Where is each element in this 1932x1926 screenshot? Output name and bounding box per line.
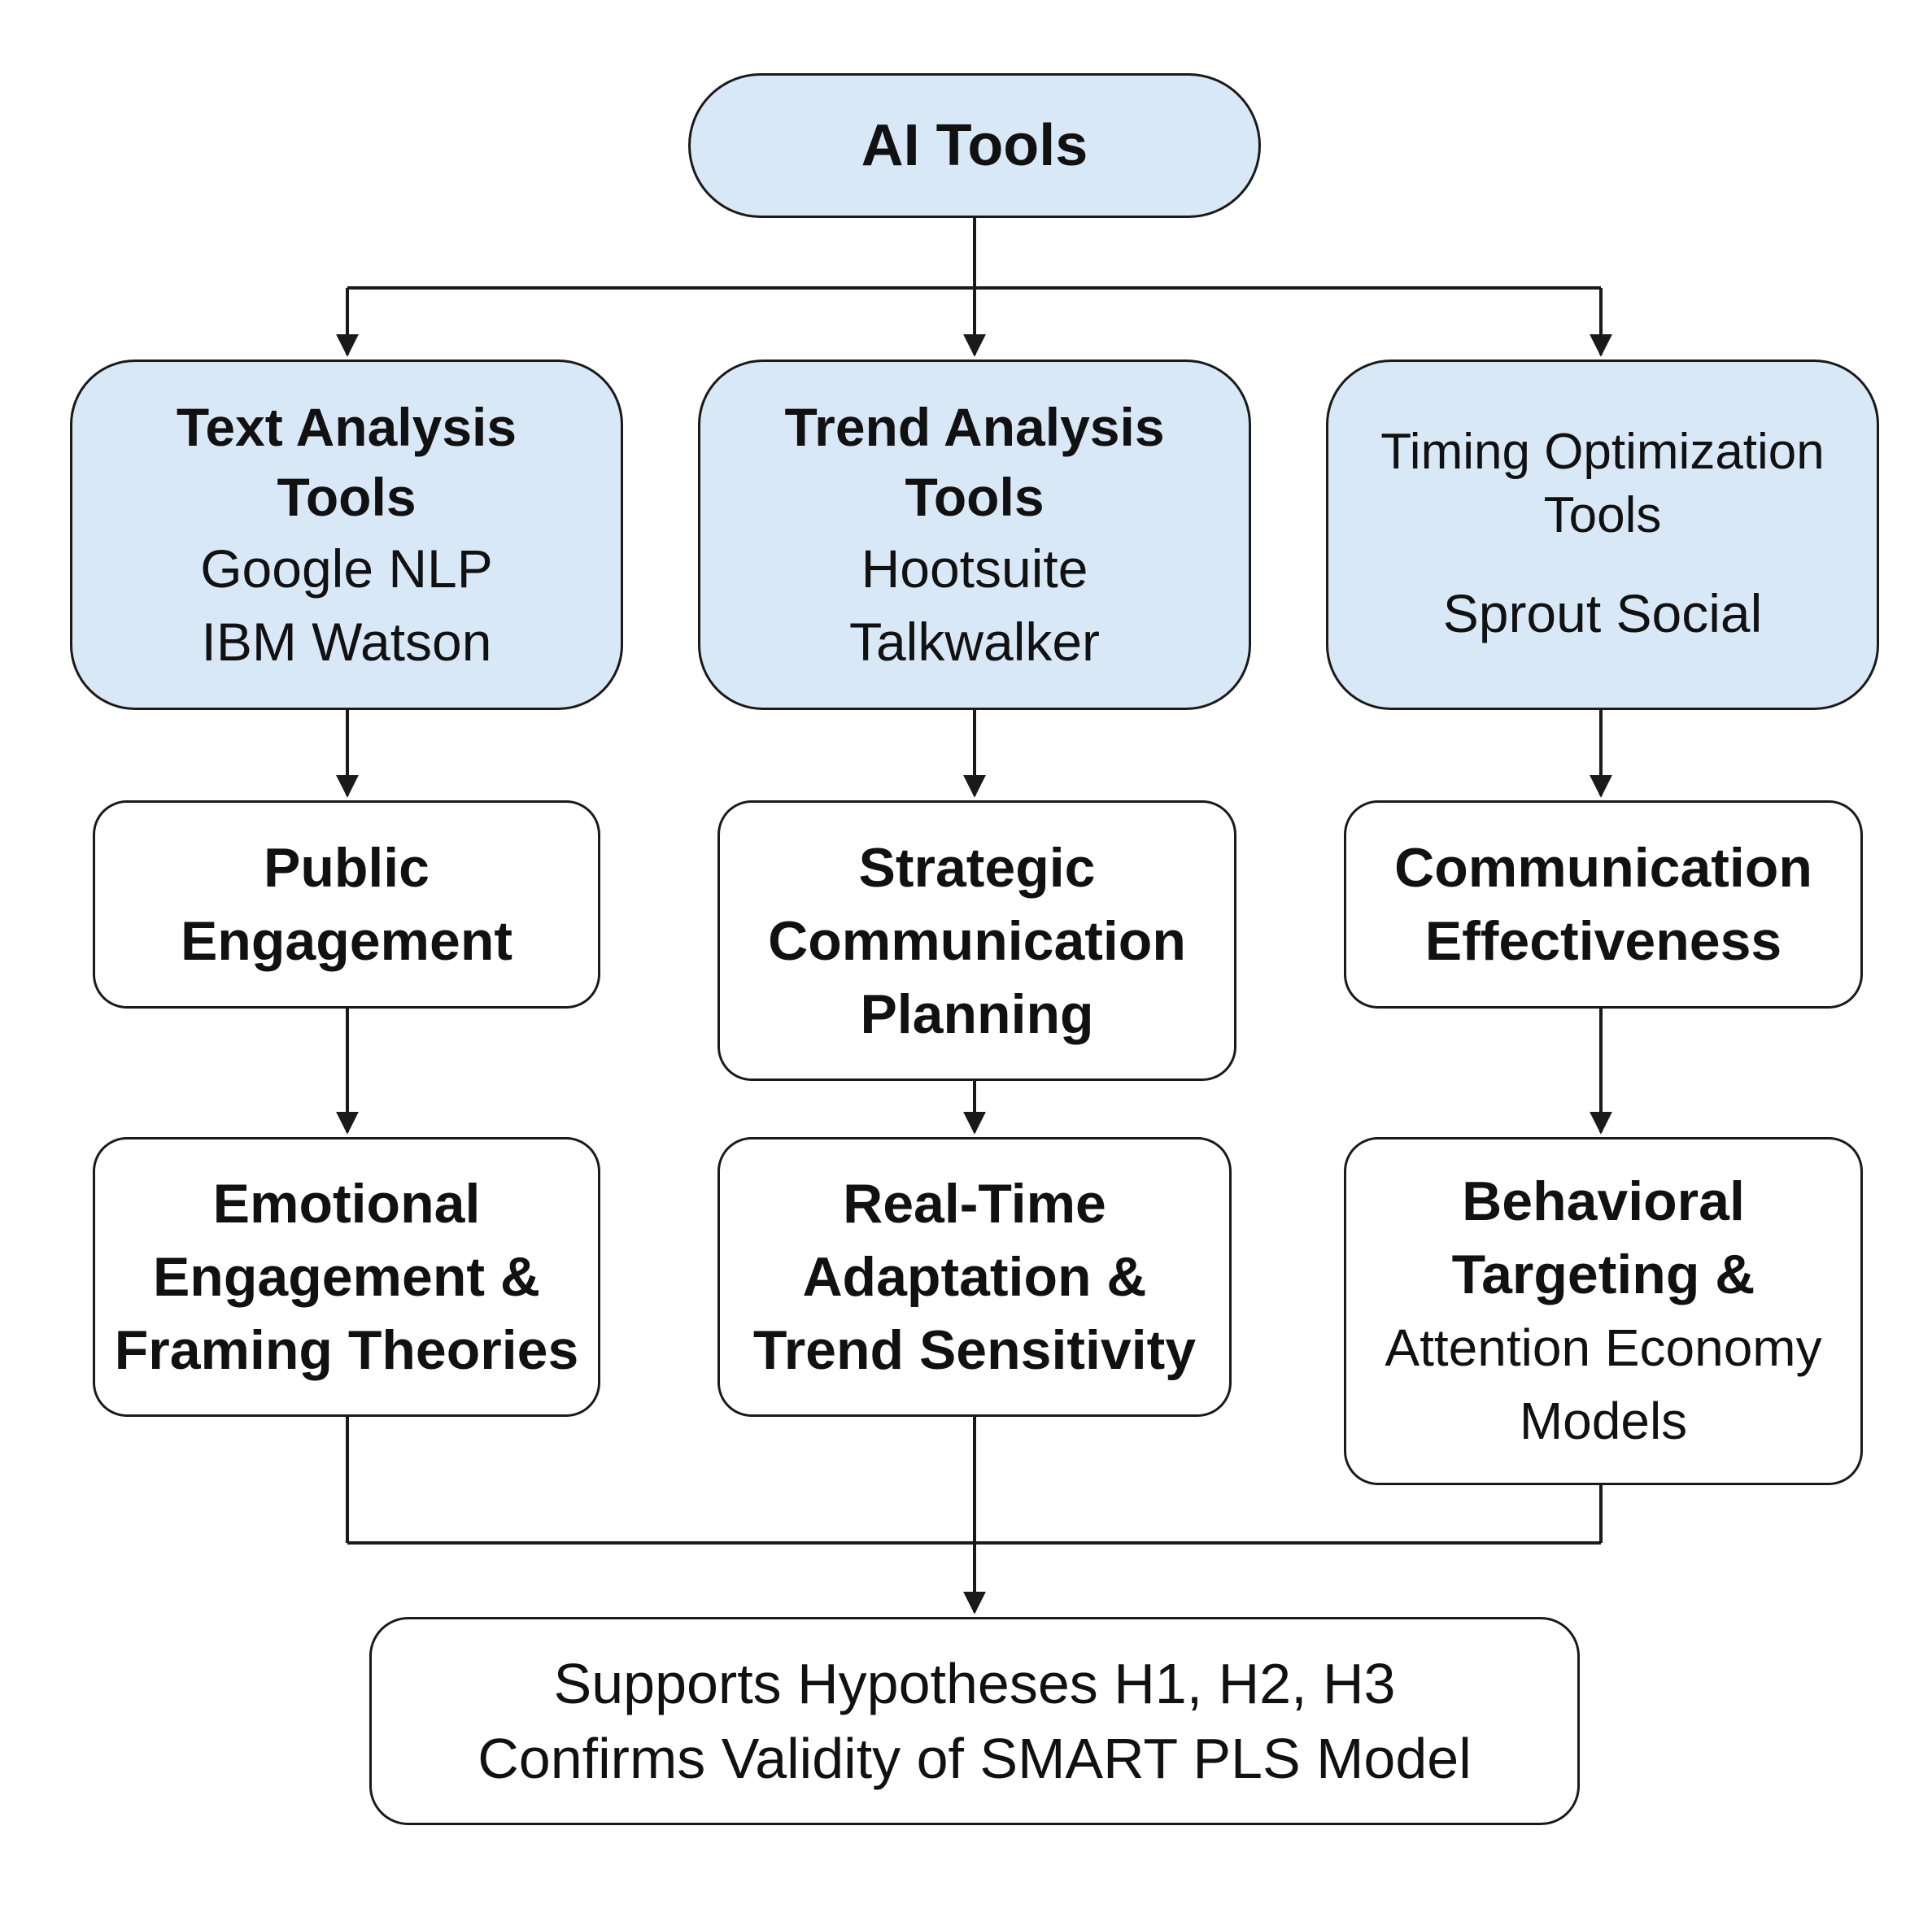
tool-example: Talkwalker [848, 611, 1101, 672]
communication-effectiveness-node: Communication Effectiveness [1344, 800, 1863, 1009]
strategic-communication-planning-node: Strategic Communication Planning [717, 800, 1236, 1081]
theory-line: Emotional [212, 1173, 481, 1235]
tool-title-line: Tools [1543, 486, 1662, 543]
tool-title-line: Trend Analysis [784, 396, 1165, 457]
concept-line: Strategic [858, 836, 1096, 899]
theory-line: Trend Sensitivity [752, 1319, 1197, 1381]
tool-example: Google NLP [200, 538, 493, 599]
tool-title-line: Tools [905, 466, 1045, 527]
concept-line: Effectiveness [1424, 910, 1782, 972]
behavioral-targeting-node: Behavioral Targeting & Attention Economy… [1344, 1137, 1863, 1485]
hypotheses-result-node: Supports Hypotheses H1, H2, H3 Confirms … [369, 1617, 1580, 1825]
concept-line: Public [263, 837, 430, 899]
theory-line: Attention Economy [1385, 1318, 1822, 1377]
concept-line: Planning [860, 983, 1094, 1045]
ai-tools-label: AI Tools [861, 113, 1088, 178]
timing-optimization-tools-node: Timing Optimization Tools Sprout Social [1326, 359, 1879, 710]
concept-line: Communication [768, 909, 1186, 972]
theory-line: Targeting & [1451, 1244, 1755, 1305]
theory-line: Engagement & [152, 1246, 541, 1308]
tool-title-line: Timing Optimization [1380, 423, 1825, 480]
tool-example: IBM Watson [201, 611, 492, 672]
tool-title-line: Text Analysis [176, 396, 517, 457]
concept-line: Communication [1394, 837, 1812, 899]
theory-line: Adaptation & [802, 1246, 1147, 1308]
theory-line: Framing Theories [114, 1319, 579, 1381]
emotional-engagement-framing-node: Emotional Engagement & Framing Theories [93, 1137, 600, 1417]
ai-tools-node: AI Tools [688, 73, 1261, 218]
theory-line: Models [1519, 1392, 1688, 1450]
tool-example: Sprout Social [1442, 582, 1763, 643]
theory-line: Behavioral [1462, 1170, 1745, 1232]
concept-line: Engagement [180, 910, 513, 972]
text-analysis-tools-node: Text Analysis Tools Google NLP IBM Watso… [70, 359, 623, 710]
theory-line: Real-Time [843, 1173, 1106, 1235]
tool-title-line: Tools [277, 466, 416, 527]
result-line: Confirms Validity of SMART PLS Model [478, 1727, 1472, 1790]
public-engagement-node: Public Engagement [93, 800, 600, 1009]
trend-analysis-tools-node: Trend Analysis Tools Hootsuite Talkwalke… [698, 359, 1251, 710]
tool-example: Hootsuite [861, 538, 1088, 599]
real-time-adaptation-node: Real-Time Adaptation & Trend Sensitivity [717, 1137, 1232, 1417]
result-line: Supports Hypotheses H1, H2, H3 [553, 1652, 1396, 1715]
